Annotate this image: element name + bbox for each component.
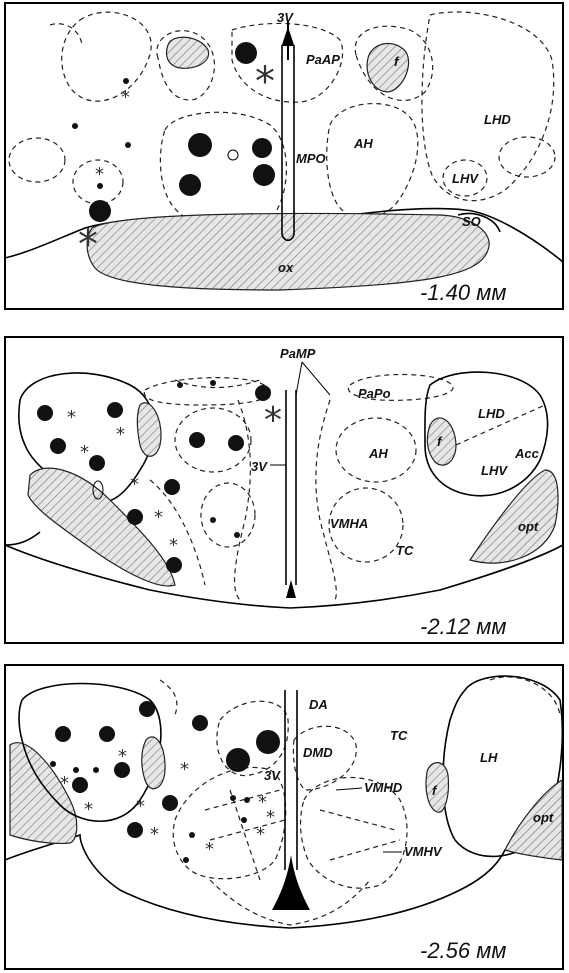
dot [226, 748, 250, 772]
dot [235, 42, 257, 64]
dot [234, 532, 240, 538]
label-ah: AH [368, 446, 388, 461]
label-vmhv: VMHV [404, 844, 443, 859]
asterisk: * [95, 164, 104, 185]
dot [127, 509, 143, 525]
asterisk: * [60, 773, 69, 794]
asterisk: * [80, 442, 89, 463]
dot [183, 857, 189, 863]
asterisk: * [118, 746, 127, 767]
label-lhd: LHD [484, 112, 511, 127]
label-pamp: PaMP [280, 346, 316, 361]
asterisk: * [67, 407, 76, 428]
scale-label: -2.56 мм [420, 938, 506, 963]
optic-chiasm [87, 213, 489, 290]
asterisk-large: * [78, 222, 98, 268]
dot [107, 402, 123, 418]
dot [125, 142, 131, 148]
dot [230, 795, 236, 801]
dot [244, 797, 250, 803]
label-vmha: VMHA [330, 516, 368, 531]
label-lhd: LHD [478, 406, 505, 421]
dot [189, 432, 205, 448]
asterisk: * [121, 87, 130, 108]
asterisk: * [130, 474, 139, 495]
dot [166, 557, 182, 573]
asterisk: * [136, 796, 145, 817]
label-da: DA [309, 697, 328, 712]
asterisk-large: * [264, 400, 282, 441]
panel-3: * * * * * * * * * * DA TC DMD LH f 3V VM… [5, 665, 563, 969]
label-lh: LH [480, 750, 498, 765]
label-ah: AH [353, 136, 373, 151]
dot [188, 133, 212, 157]
dot [123, 78, 129, 84]
label-papo: PaPo [358, 386, 391, 401]
label-3v: 3V [251, 459, 268, 474]
dot [241, 817, 247, 823]
asterisk: * [205, 839, 214, 860]
dot [99, 726, 115, 742]
label-3v: 3V [277, 10, 294, 25]
dot [256, 730, 280, 754]
label-so: SO [462, 214, 481, 229]
dot [228, 435, 244, 451]
scale-label: -2.12 мм [420, 614, 506, 639]
label-dmd: DMD [303, 745, 333, 760]
asterisk: * [169, 535, 178, 556]
label-opt: opt [518, 519, 539, 534]
asterisk: * [84, 799, 93, 820]
asterisk: * [266, 807, 275, 828]
dot [50, 761, 56, 767]
dot [210, 380, 216, 386]
dot [192, 715, 208, 731]
panel-2: * * * * * * * PaMP PaPo LHD f Acc LHV 3V… [5, 337, 563, 643]
label-vmhd: VMHD [364, 780, 403, 795]
dot [162, 795, 178, 811]
scale-label: -1.40 мм [420, 280, 506, 305]
dot [164, 479, 180, 495]
asterisk: * [180, 759, 189, 780]
label-tc: TC [396, 543, 414, 558]
dot [89, 200, 111, 222]
label-ox: ox [278, 260, 294, 275]
dot [139, 701, 155, 717]
dot [37, 405, 53, 421]
dot [55, 726, 71, 742]
dot [189, 832, 195, 838]
dot [253, 164, 275, 186]
dot [93, 767, 99, 773]
asterisk: * [154, 507, 163, 528]
asterisk: * [150, 824, 159, 845]
asterisk-large: * [255, 59, 275, 105]
dot [127, 822, 143, 838]
dot [252, 138, 272, 158]
label-mpo: MPO [296, 151, 326, 166]
dot [179, 174, 201, 196]
dot [50, 438, 66, 454]
dot [177, 382, 183, 388]
label-acc: Acc [514, 446, 540, 461]
label-tc: TC [390, 728, 408, 743]
label-lhv: LHV [452, 171, 479, 186]
label-paap: PaAP [306, 52, 340, 67]
asterisk: * [116, 424, 125, 445]
label-opt: opt [533, 810, 554, 825]
label-lhv: LHV [481, 463, 508, 478]
dot [72, 123, 78, 129]
label-3v: 3V [264, 768, 281, 783]
asterisk: * [256, 824, 265, 845]
dot [210, 517, 216, 523]
dot [72, 777, 88, 793]
panel-1: * * * * 3V PaAP f LHD AH MPO LHV SO ox -… [5, 3, 563, 309]
dot [73, 767, 79, 773]
dot [255, 385, 271, 401]
dot [89, 455, 105, 471]
